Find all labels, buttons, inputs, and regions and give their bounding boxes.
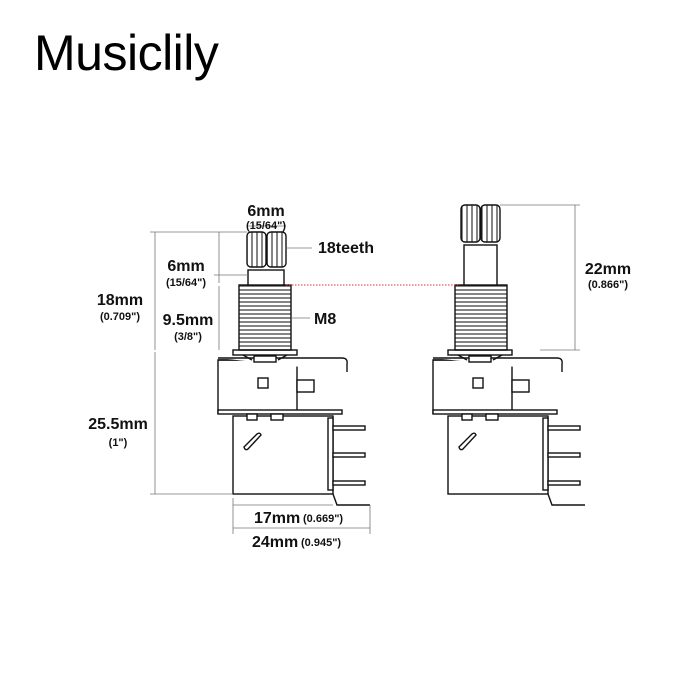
total-shaft-label: 18mm: [97, 292, 143, 309]
shaft-diameter-inch: (15/64"): [246, 220, 286, 232]
knurl-teeth-label: 18teeth: [318, 240, 374, 257]
shaft-length-label: 6mm: [167, 258, 204, 275]
shaft-length-inch: (15/64"): [166, 277, 206, 289]
body-width-inch: (0.669"): [303, 513, 343, 525]
total-width-inch: (0.945"): [301, 537, 341, 549]
pulled-shaft-inch: (0.866"): [588, 279, 628, 291]
dimension-lines: [150, 204, 580, 534]
thread-label: M8: [314, 311, 336, 328]
body-width-label: 17mm: [254, 510, 300, 527]
right-potentiometer-pulled: [432, 204, 586, 506]
pulled-shaft-label: 22mm: [585, 261, 631, 278]
shaft-diameter-label: 6mm: [247, 203, 284, 220]
bushing-length-inch: (3/8"): [174, 331, 202, 343]
bushing-length-label: 9.5mm: [163, 312, 214, 329]
body-height-label: 25.5mm: [88, 416, 148, 433]
brand-logo-text: Musiclily: [34, 25, 219, 81]
total-shaft-inch: (0.709"): [100, 311, 140, 323]
left-potentiometer: [217, 231, 371, 506]
total-width-label: 24mm: [252, 534, 298, 551]
body-height-inch: (1"): [109, 437, 128, 449]
